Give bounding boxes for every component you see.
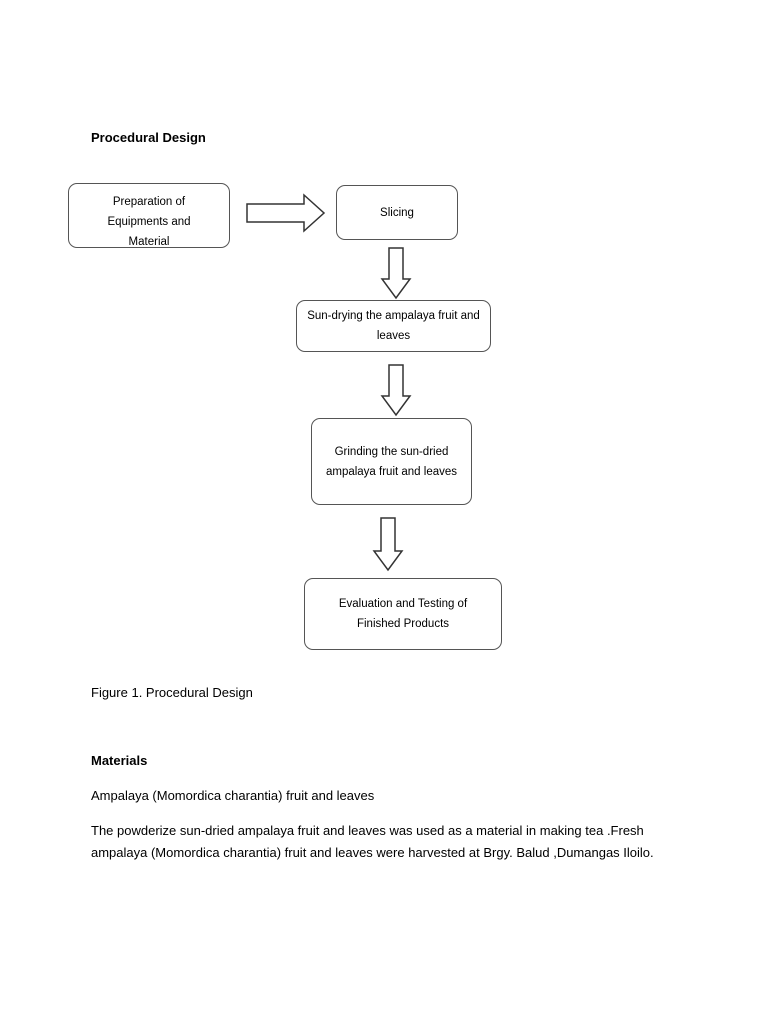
flow-step-label: Slicing [380, 206, 414, 219]
arrow-down-icon [372, 517, 404, 572]
flow-step-preparation: Preparation of Equipments and Material [68, 183, 230, 248]
flow-step-label: Grinding the sun-dried ampalaya fruit an… [325, 445, 458, 478]
section-heading: Procedural Design [91, 130, 206, 145]
materials-subheading: Ampalaya (Momordica charantia) fruit and… [91, 788, 375, 803]
figure-caption: Figure 1. Procedural Design [91, 685, 253, 700]
flow-step-sun-drying: Sun-drying the ampalaya fruit and leaves [296, 300, 491, 352]
flow-step-slicing: Slicing [336, 185, 458, 240]
arrow-down-icon [380, 247, 412, 300]
arrow-down-icon [380, 364, 412, 417]
flow-step-grinding: Grinding the sun-dried ampalaya fruit an… [311, 418, 472, 505]
materials-body: The powderize sun-dried ampalaya fruit a… [91, 823, 654, 860]
flow-step-label: Evaluation and Testing of Finished Produ… [338, 598, 468, 630]
flow-step-label: Sun-drying the ampalaya fruit and leaves [307, 310, 480, 342]
arrow-right-icon [246, 193, 326, 233]
flow-step-label: Preparation of Equipments and Material [107, 196, 191, 248]
flow-step-evaluation: Evaluation and Testing of Finished Produ… [304, 578, 502, 650]
materials-heading: Materials [91, 753, 148, 768]
